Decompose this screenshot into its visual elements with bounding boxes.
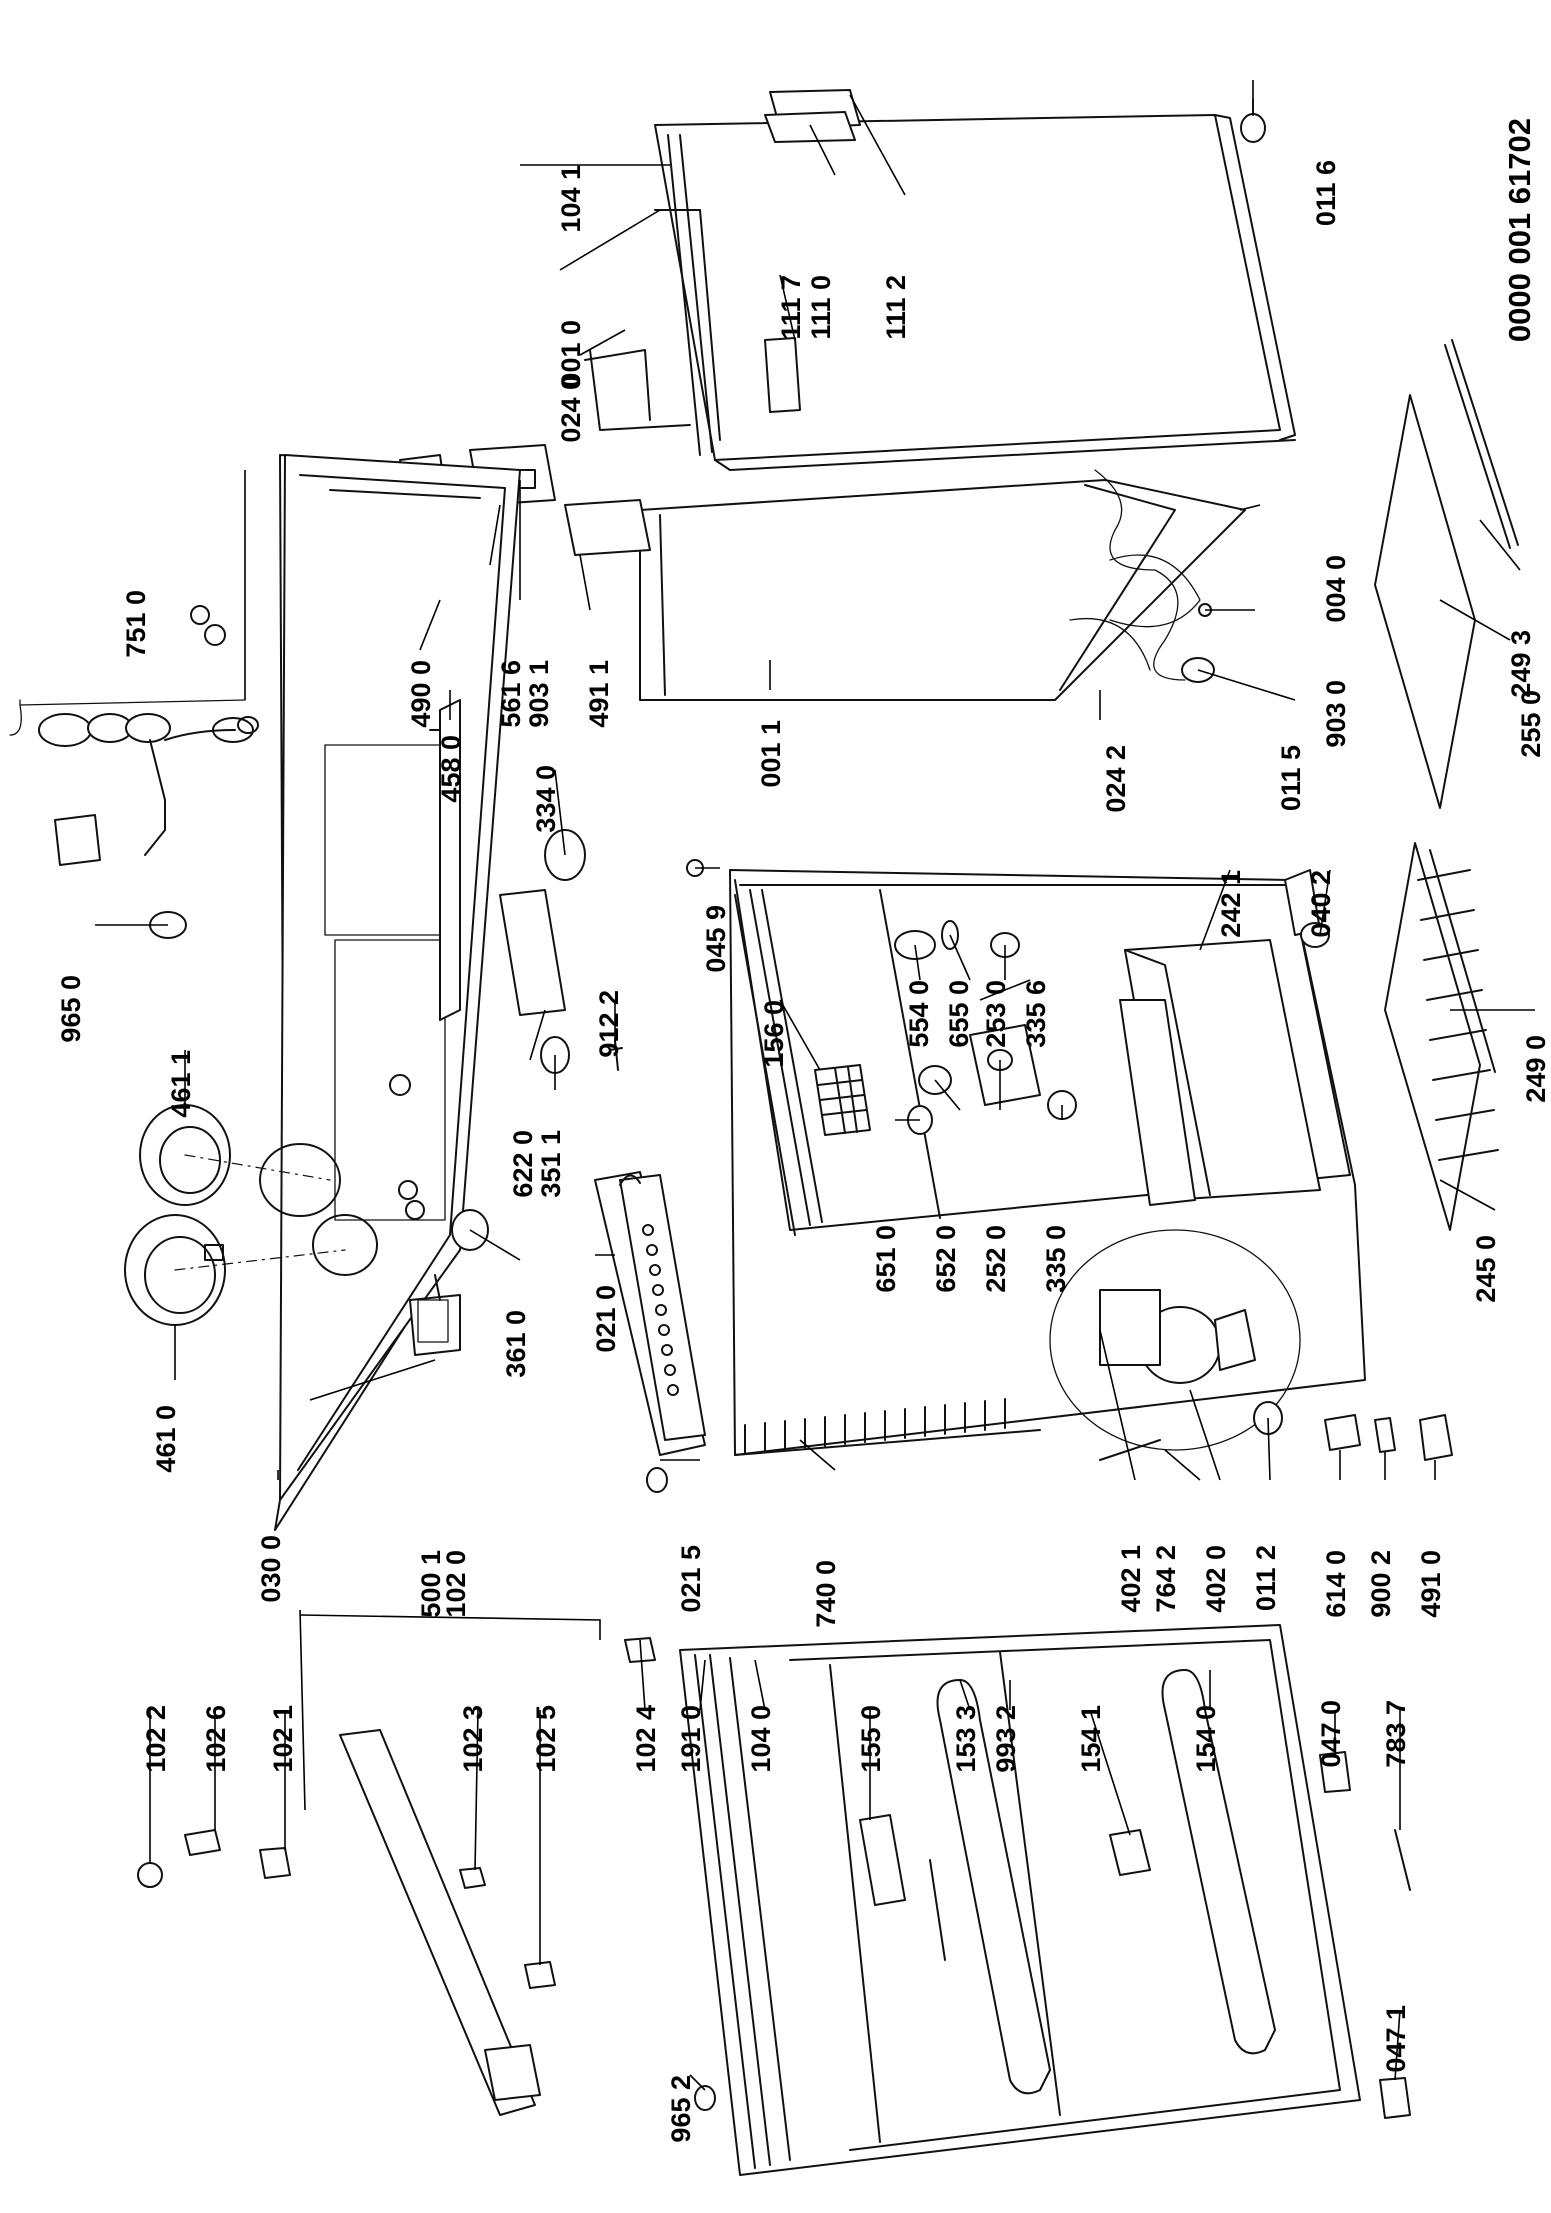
thermostat-drawing bbox=[499, 829, 586, 1074]
part-label-154-1: 154 1 bbox=[1076, 1705, 1106, 1773]
part-label-993-2: 993 2 bbox=[991, 1705, 1021, 1773]
part-label-102-3: 102 3 bbox=[458, 1705, 488, 1773]
top-door-panel-drawing bbox=[584, 89, 1296, 471]
part-label-024-0: 024 0 bbox=[556, 375, 586, 443]
part-label-001-0: 001 0 bbox=[556, 320, 586, 388]
part-label-458-0: 458 0 bbox=[436, 735, 466, 803]
part-label-021-0: 021 0 bbox=[591, 1285, 621, 1353]
part-label-047-0: 047 0 bbox=[1316, 1700, 1346, 1768]
part-label-965-2: 965 2 bbox=[666, 2075, 696, 2143]
part-label-751-0: 751 0 bbox=[121, 590, 151, 658]
part-label-156-0: 156 0 bbox=[759, 1000, 789, 1068]
main-cabinet-drawing bbox=[686, 859, 1366, 1461]
part-label-102-4: 102 4 bbox=[631, 1705, 661, 1773]
part-label-490-0: 490 0 bbox=[406, 660, 436, 728]
part-label-102-2: 102 2 bbox=[141, 1705, 171, 1773]
part-label-622-0: 622 0 bbox=[508, 1130, 538, 1198]
handle-bar-drawing bbox=[594, 1171, 706, 1493]
part-label-900-2: 900 2 bbox=[1366, 1550, 1396, 1618]
part-label-500-1: 500 1 bbox=[416, 1550, 446, 1618]
part-label-249-0: 249 0 bbox=[1521, 1035, 1551, 1103]
part-label-491-0: 491 0 bbox=[1416, 1550, 1446, 1618]
part-label-655-0: 655 0 bbox=[944, 980, 974, 1048]
worktop-drawing bbox=[190, 454, 521, 1531]
part-label-554-0: 554 0 bbox=[904, 980, 934, 1048]
part-label-764-2: 764 2 bbox=[1151, 1545, 1181, 1613]
part-label-252-0: 252 0 bbox=[981, 1225, 1011, 1293]
leader-lines bbox=[95, 80, 1535, 2091]
part-label-740-0: 740 0 bbox=[811, 1560, 841, 1628]
part-label-249-3: 249 3 bbox=[1506, 630, 1536, 698]
part-label-104-0: 104 0 bbox=[746, 1705, 776, 1773]
document-number: 0000 001 61702 bbox=[1502, 118, 1537, 342]
part-label-461-1: 461 1 bbox=[166, 1050, 196, 1118]
bottom-door-drawing bbox=[137, 1624, 1411, 2176]
part-label-561-6: 561 6 bbox=[496, 660, 526, 728]
part-label-912-2: 912 2 bbox=[594, 990, 624, 1058]
part-label-011-5: 011 5 bbox=[1276, 745, 1306, 811]
part-label-047-1: 047 1 bbox=[1381, 2005, 1411, 2073]
part-label-651-0: 651 0 bbox=[871, 1225, 901, 1293]
part-label-334-0: 334 0 bbox=[531, 765, 561, 833]
burner-discs-drawing bbox=[124, 1104, 346, 1326]
part-label-153-3: 153 3 bbox=[951, 1705, 981, 1773]
part-label-361-0: 361 0 bbox=[501, 1310, 531, 1378]
small-electrical-parts-drawing bbox=[1324, 1414, 1453, 1461]
part-label-102-5: 102 5 bbox=[531, 1705, 561, 1773]
part-label-335-6: 335 6 bbox=[1021, 980, 1051, 1048]
part-label-045-9: 045 9 bbox=[701, 905, 731, 973]
part-label-155-0: 155 0 bbox=[856, 1705, 886, 1773]
part-label-402-1: 402 1 bbox=[1116, 1545, 1146, 1613]
container-500-drawing bbox=[409, 1274, 461, 1356]
part-label-001-1: 001 1 bbox=[756, 720, 786, 788]
shelves-drawing bbox=[1374, 339, 1519, 1231]
part-label-154-0: 154 0 bbox=[1191, 1705, 1221, 1773]
part-label-102-1: 102 1 bbox=[268, 1705, 298, 1773]
part-label-253-0: 253 0 bbox=[981, 980, 1011, 1048]
part-label-965-0: 965 0 bbox=[56, 975, 86, 1043]
part-label-903-1: 903 1 bbox=[524, 660, 554, 728]
part-label-011-2: 011 2 bbox=[1251, 1545, 1281, 1611]
filter-assembly-drawing bbox=[9, 699, 246, 866]
line-drawing bbox=[9, 89, 1519, 2176]
part-label-245-0: 245 0 bbox=[1471, 1235, 1501, 1303]
part-label-111-2: 111 2 bbox=[881, 275, 911, 340]
part-label-491-1: 491 1 bbox=[584, 660, 614, 728]
part-label-004-0: 004 0 bbox=[1321, 555, 1351, 623]
front-bar-drawing bbox=[429, 699, 461, 1021]
part-label-652-0: 652 0 bbox=[931, 1225, 961, 1293]
part-label-242-1: 242 1 bbox=[1216, 870, 1246, 938]
part-label-024-2: 024 2 bbox=[1101, 745, 1131, 813]
part-label-030-0: 030 0 bbox=[256, 1535, 286, 1603]
part-label-111-0: 111 0 bbox=[806, 275, 836, 340]
part-label-011-6: 011 6 bbox=[1311, 160, 1341, 226]
part-label-040-2: 040 2 bbox=[1306, 870, 1336, 938]
part-label-783-7: 783 7 bbox=[1381, 1700, 1411, 1768]
part-label-111-7: 111 7 bbox=[776, 275, 806, 340]
part-label-104-1: 104 1 bbox=[556, 165, 586, 233]
part-label-614-0: 614 0 bbox=[1321, 1550, 1351, 1618]
part-label-351-1: 351 1 bbox=[536, 1130, 566, 1198]
part-label-402-0: 402 0 bbox=[1201, 1545, 1231, 1613]
part-label-461-0: 461 0 bbox=[151, 1405, 181, 1473]
part-label-102-6: 102 6 bbox=[201, 1705, 231, 1773]
part-label-102-0: 102 0 bbox=[441, 1550, 471, 1618]
part-label-335-0: 335 0 bbox=[1041, 1225, 1071, 1293]
part-label-903-0: 903 0 bbox=[1321, 680, 1351, 748]
part-label-191-0: 191 0 bbox=[676, 1705, 706, 1773]
part-label-021-5: 021 5 bbox=[676, 1545, 706, 1613]
upper-cabinet-shell-drawing bbox=[399, 99, 1266, 701]
part-label-255-0: 255 0 bbox=[1516, 690, 1546, 758]
